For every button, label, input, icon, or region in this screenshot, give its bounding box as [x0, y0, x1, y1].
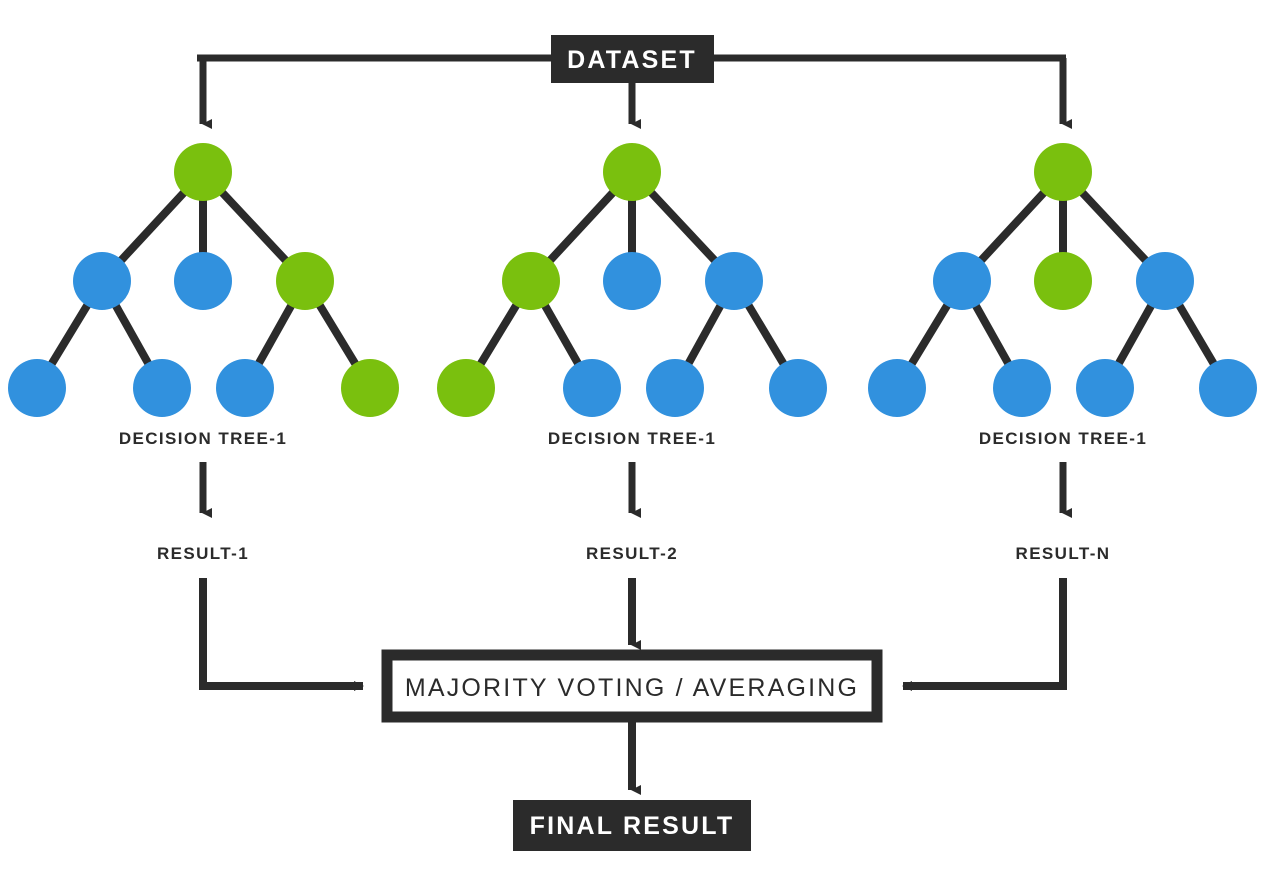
tree-1-level2-node-0 [73, 252, 131, 310]
tree-2-leaf-node-3 [769, 359, 827, 417]
tree-1-leaf-node-1 [133, 359, 191, 417]
result-to-aggregator-connectors [199, 578, 1067, 691]
tree-3-label: DECISION TREE-1 [979, 429, 1147, 448]
tree-1-leaf-node-2 [216, 359, 274, 417]
result-1-label: RESULT-1 [157, 544, 249, 563]
tree-1-root-node [174, 143, 232, 201]
tree-2-level2-node-2 [705, 252, 763, 310]
tree-2-leaf-node-0 [437, 359, 495, 417]
tree-3-leaf-node-2 [1076, 359, 1134, 417]
aggregator-box-label: MAJORITY VOTING / AVERAGING [405, 674, 859, 702]
dataset-box: DATASET [551, 35, 714, 83]
aggregator-box[interactable]: MAJORITY VOTING / AVERAGING [381, 649, 883, 723]
result-2-label: RESULT-2 [586, 544, 678, 563]
dataset-box-label: DATASET [567, 46, 697, 74]
final-result-box-rect [513, 800, 751, 851]
result-n-label: RESULT-N [1016, 544, 1111, 563]
tree-2-leaf-node-1 [563, 359, 621, 417]
tree-to-result-arrows [199, 462, 1072, 518]
result-n-to-voting-path [902, 578, 1067, 691]
decision-trees-layer [8, 143, 1257, 417]
tree-1-leaf-node-0 [8, 359, 66, 417]
tree-labels: DECISION TREE-1 DECISION TREE-1 DECISION… [119, 429, 1147, 448]
tree-1-label: DECISION TREE-1 [119, 429, 287, 448]
tree-1-level2-node-2 [276, 252, 334, 310]
dataset-box-rect [551, 35, 714, 83]
tree-3-level2-node-2 [1136, 252, 1194, 310]
tree-2-label: DECISION TREE-1 [548, 429, 716, 448]
tree-3-leaf-node-1 [993, 359, 1051, 417]
final-result-box-label: FINAL RESULT [530, 812, 735, 840]
tree-2-leaf-node-2 [646, 359, 704, 417]
tree-3-leaf-node-3 [1199, 359, 1257, 417]
aggregator-box-rect[interactable] [381, 649, 883, 723]
tree-3-root-node [1034, 143, 1092, 201]
tree-2-level2-node-1 [603, 252, 661, 310]
tree-1-leaf-node-3 [341, 359, 399, 417]
tree-3-level2-node-0 [933, 252, 991, 310]
tree-2-root-node [603, 143, 661, 201]
tree-3 [868, 143, 1257, 417]
tree-2-level2-node-0 [502, 252, 560, 310]
result-labels: RESULT-1 RESULT-2 RESULT-N [157, 544, 1111, 563]
tree-1 [8, 143, 399, 417]
result-1-to-voting-path [199, 578, 364, 691]
final-result-box: FINAL RESULT [513, 800, 751, 851]
tree-1-level2-node-1 [174, 252, 232, 310]
tree-3-level2-node-1 [1034, 252, 1092, 310]
tree-2 [437, 143, 827, 417]
tree-3-leaf-node-0 [868, 359, 926, 417]
